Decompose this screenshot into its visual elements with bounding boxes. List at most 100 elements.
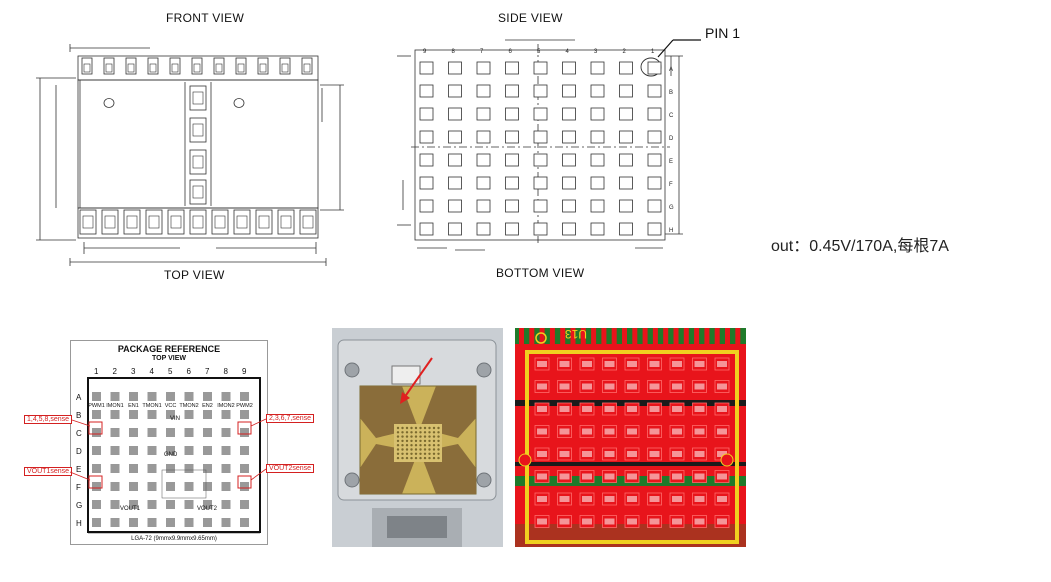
bottom-pad bbox=[476, 176, 491, 190]
socket-contact bbox=[432, 439, 436, 443]
bottom-pad bbox=[619, 199, 633, 213]
pkg-pad bbox=[129, 518, 138, 527]
bottom-pad bbox=[419, 84, 434, 98]
socket-contact bbox=[401, 435, 404, 438]
pcb-pad-label bbox=[672, 406, 682, 412]
pkg-pad bbox=[110, 482, 120, 491]
pcb-pad-label bbox=[649, 383, 660, 390]
bottom-pad bbox=[505, 176, 519, 190]
bottom-pad bbox=[647, 153, 662, 167]
bottom-pad bbox=[562, 84, 576, 98]
bottom-pad bbox=[562, 176, 576, 190]
pcb-pad-label bbox=[672, 496, 682, 502]
pkg-pad bbox=[110, 464, 120, 473]
pkg-pad bbox=[184, 518, 194, 527]
pcb-finger bbox=[580, 328, 586, 344]
package-footer: LGA-72 (9mmx9.9mmx9.65mm) bbox=[131, 536, 217, 542]
pcb-finger bbox=[704, 328, 710, 344]
bottom-row-letter: A bbox=[669, 67, 673, 73]
bottom-col-number: 7 bbox=[480, 49, 484, 55]
pcb-pad-label bbox=[537, 406, 547, 412]
pkg-pad bbox=[240, 482, 249, 491]
pcb-via bbox=[518, 453, 532, 467]
pkg-pad bbox=[129, 410, 138, 419]
pkg-pad bbox=[166, 482, 175, 491]
pcb-finger bbox=[529, 328, 535, 344]
pkg-row-letter: F bbox=[76, 483, 81, 492]
bottom-pad bbox=[647, 176, 662, 190]
pkg-pad bbox=[92, 392, 101, 401]
bottom-pad bbox=[448, 176, 462, 190]
socket-contact bbox=[419, 452, 422, 455]
bottom-pad bbox=[647, 222, 662, 236]
pkg-pad bbox=[166, 518, 175, 527]
pcb-pad-label bbox=[559, 383, 570, 390]
side-view-label: SIDE VIEW bbox=[498, 11, 563, 25]
pkg-pad bbox=[129, 392, 138, 401]
socket-contact bbox=[428, 456, 431, 460]
bottom-pad bbox=[533, 107, 548, 121]
pkg-pad bbox=[240, 446, 249, 455]
pkg-row-letter: E bbox=[76, 465, 81, 474]
socket-contact bbox=[432, 452, 436, 455]
socket-contact bbox=[410, 444, 413, 447]
socket-contact bbox=[423, 431, 427, 434]
socket-contact bbox=[419, 431, 422, 434]
socket-contact bbox=[428, 444, 431, 447]
pkg-pad bbox=[147, 518, 157, 527]
pkg-col-number: 7 bbox=[205, 367, 210, 376]
pcb-pad-label bbox=[537, 451, 547, 457]
pcb-finger bbox=[663, 328, 669, 344]
pcb-pad-label bbox=[559, 518, 570, 525]
pkg-pin-label: EN2 bbox=[202, 403, 213, 409]
bottom-pad bbox=[533, 153, 548, 167]
socket-contact bbox=[401, 426, 404, 430]
pkg-pad bbox=[166, 464, 175, 473]
pcb-finger bbox=[560, 328, 566, 344]
bottom-row-letter: F bbox=[669, 182, 673, 188]
bottom-pad bbox=[448, 153, 462, 167]
socket-contact bbox=[423, 444, 427, 447]
pkg-row-letter: B bbox=[76, 411, 81, 420]
socket-contact bbox=[405, 435, 409, 438]
pcb-pad-label bbox=[649, 496, 660, 502]
socket-contact bbox=[437, 448, 440, 451]
pcb-pad-label bbox=[672, 383, 682, 390]
pkg-pad bbox=[166, 410, 175, 419]
pcb-pad-label bbox=[627, 451, 637, 457]
pcb-pad-label bbox=[672, 473, 682, 480]
bottom-pad bbox=[590, 199, 605, 213]
socket-contact bbox=[401, 439, 404, 443]
bottom-pad bbox=[590, 84, 605, 98]
pkg-pad bbox=[240, 464, 249, 473]
pin1-label: PIN 1 bbox=[705, 25, 741, 41]
socket-contact bbox=[414, 435, 418, 438]
pcb-pad-label bbox=[604, 383, 615, 390]
bottom-pad bbox=[619, 153, 633, 167]
bottom-pad bbox=[476, 153, 491, 167]
bottom-pad bbox=[590, 130, 605, 144]
socket-contact bbox=[419, 426, 422, 430]
bottom-pad bbox=[562, 130, 576, 144]
pcb-pad-label bbox=[717, 451, 727, 457]
bottom-pad bbox=[533, 222, 548, 236]
package-reference-subtitle: TOP VIEW bbox=[152, 355, 186, 362]
callout-vout1: VOUT1sense bbox=[24, 467, 73, 476]
bottom-pad bbox=[590, 176, 605, 190]
bottom-col-number: 8 bbox=[452, 49, 456, 55]
pcb-pad-label bbox=[649, 451, 660, 457]
pcb-pad-label bbox=[582, 406, 592, 412]
socket-contact bbox=[419, 435, 422, 438]
bottom-col-number: 1 bbox=[651, 49, 655, 55]
pcb-finger bbox=[570, 328, 576, 344]
pkg-pin-label: TMON1 bbox=[142, 403, 161, 409]
bottom-pad bbox=[590, 153, 605, 167]
pcb-finger bbox=[539, 328, 545, 344]
pcb-pad-label bbox=[604, 496, 615, 502]
gnd-label: GND bbox=[164, 452, 178, 458]
pcb-pad-label bbox=[627, 406, 637, 412]
pcb-pad-label bbox=[582, 518, 592, 525]
socket-contact bbox=[414, 456, 418, 460]
socket-contact bbox=[396, 452, 400, 455]
socket-contact bbox=[437, 431, 440, 434]
